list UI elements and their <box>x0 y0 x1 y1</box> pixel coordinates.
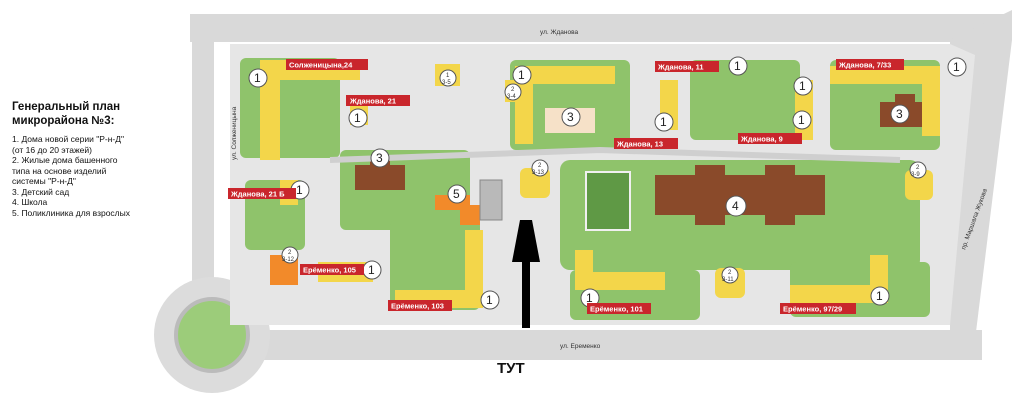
legend-item: типа на основе изделий <box>12 165 107 176</box>
left-road <box>192 14 214 344</box>
marker-1: 1 <box>354 111 361 125</box>
bottom-road <box>192 330 982 360</box>
marker-1: 1 <box>799 79 806 93</box>
marker-1: 1 <box>254 71 261 85</box>
marker-3: 3 <box>376 151 383 165</box>
small-marker: 2 <box>916 165 920 171</box>
small-marker: 3-9 <box>911 172 920 178</box>
green-zone-sw <box>390 220 480 310</box>
marker-5: 5 <box>453 187 460 201</box>
stadium-field <box>585 171 631 231</box>
legend-item: 1. Дома новой серии "Р-н-Д" <box>12 134 125 144</box>
label-zhdanova-21b: Жданова, 21 Б <box>230 190 285 199</box>
small-marker: 1 <box>446 73 450 79</box>
building-eremenko-101 <box>575 250 665 290</box>
label-zhdanova-21: Жданова, 21 <box>349 97 396 106</box>
legend-title-line1: Генеральный план <box>12 101 121 113</box>
address-labels: Солженицына,24 Жданова, 21 Жданова, 21 Б… <box>228 59 904 314</box>
small-marker: 3-4 <box>507 94 516 100</box>
marker-1: 1 <box>876 289 883 303</box>
marker-1: 1 <box>486 293 493 307</box>
clinic-building <box>435 195 480 225</box>
marker-3: 3 <box>896 107 903 121</box>
label-eremenko-103: Ерёменко, 103 <box>391 302 444 311</box>
marker-1: 1 <box>586 291 593 305</box>
sports-court <box>479 179 503 221</box>
small-marker: 2 <box>538 163 542 169</box>
label-eremenko-97-29: Ерёменко, 97/29 <box>783 305 842 314</box>
legend-item: 3. Детский сад <box>12 186 70 197</box>
legend-item: системы "Р-н-Д" <box>12 176 76 186</box>
small-marker: 3-11 <box>722 277 734 283</box>
marker-1: 1 <box>518 68 525 82</box>
location-arrow-icon <box>512 220 540 328</box>
building-eremenko-97 <box>790 255 888 303</box>
label-zhdanova-11: Жданова, 11 <box>657 63 704 72</box>
street-top: ул. Жданова <box>540 29 579 36</box>
small-marker: 2 <box>288 250 292 256</box>
legend-item: (от 16 до 20 этажей) <box>12 144 92 155</box>
main-path <box>329 146 901 163</box>
school-building <box>655 165 825 225</box>
marker-1: 1 <box>953 60 960 74</box>
label-eremenko-101: Ерёменко, 101 <box>590 305 643 314</box>
number-marker-group: 1 1 1 1 1 1 1 1 1 1 1 1 1 3 3 3 4 5 <box>248 56 967 310</box>
legend-item: 4. Школа <box>12 197 48 207</box>
top-road <box>190 14 1010 42</box>
marker-1: 1 <box>798 113 805 127</box>
legend-title: Генеральный план микрорайона №3: <box>12 100 172 128</box>
tower-3-9 <box>905 170 933 200</box>
legend-item: 5. Поликлиника для взрослых <box>12 207 130 218</box>
label-eremenko-105: Ерёменко, 105 <box>303 266 356 275</box>
marker-1: 1 <box>660 115 667 129</box>
street-left: ул. Солженицына <box>231 106 238 160</box>
small-marker: 3-12 <box>282 257 295 263</box>
street-bottom: ул. Еременко <box>560 343 601 350</box>
legend-item: 2. Жилые дома башенного <box>12 155 118 165</box>
label-zhdanova-7-33: Жданова, 7/33 <box>838 61 891 70</box>
label-zhdanova-9: Жданова, 9 <box>740 135 783 144</box>
marker-3: 3 <box>567 110 574 124</box>
small-marker: 3-5 <box>442 80 451 86</box>
marker-4: 4 <box>732 199 739 213</box>
small-marker: 2 <box>511 87 515 93</box>
small-marker: 3-13 <box>532 170 545 176</box>
kindergarten-1 <box>355 157 405 190</box>
marker-1: 1 <box>368 263 375 277</box>
legend: Генеральный план микрорайона №3: 1. Дома… <box>12 100 172 218</box>
green-zone-n2 <box>690 60 800 140</box>
legend-title-line2: микрорайона №3: <box>12 115 115 127</box>
small-marker: 2 <box>728 270 732 276</box>
you-are-here-label: ТУТ <box>497 360 525 377</box>
marker-1: 1 <box>734 59 741 73</box>
label-zhdanova-13: Жданова, 13 <box>616 140 663 149</box>
building-zhdanova-7-33 <box>830 66 940 136</box>
label-solzhenitsyna-24: Солженицына,24 <box>289 61 353 70</box>
marker-1: 1 <box>296 183 303 197</box>
small-marker-group: 1 3-5 2 3-4 2 3-13 2 3-12 2 3-11 2 3-9 <box>281 69 927 284</box>
